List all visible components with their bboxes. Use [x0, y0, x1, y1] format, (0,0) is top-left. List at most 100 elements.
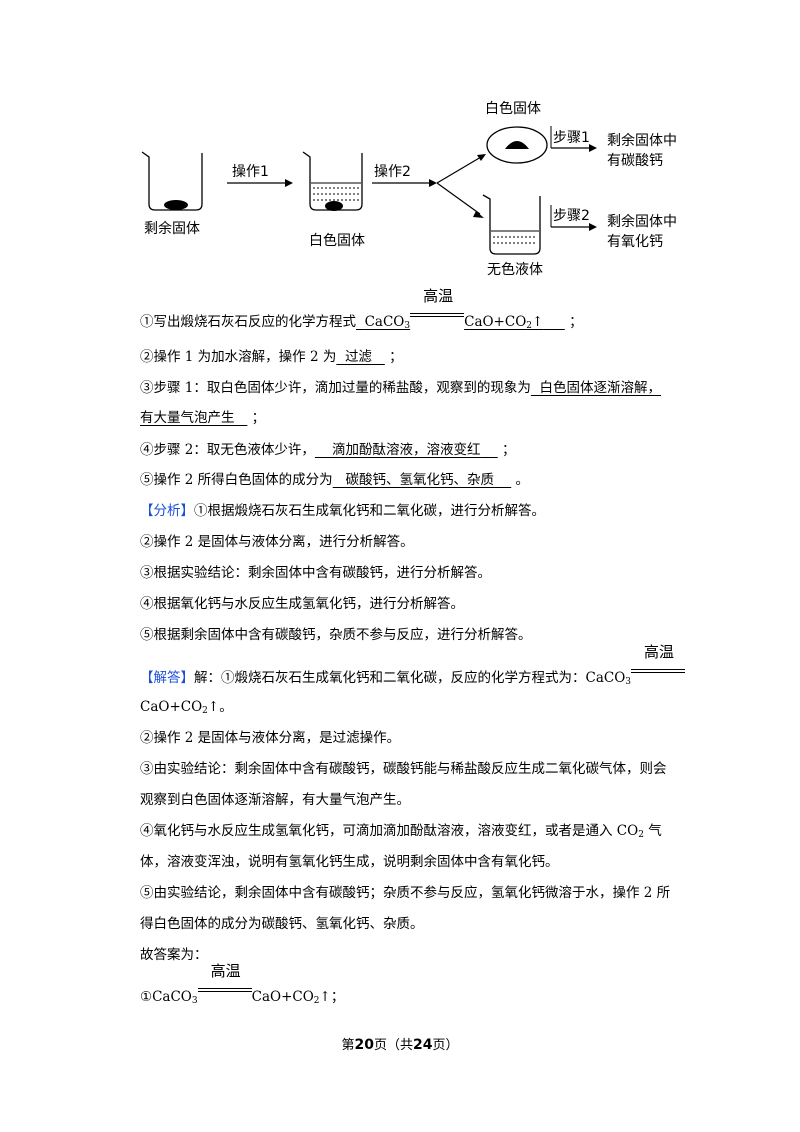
label-remaining-solid: 剩余固体 [144, 220, 200, 237]
q4-text: ④步骤 2：取无色液体少许， [140, 442, 315, 458]
q1-prefix: ①写出煅烧石灰石反应的化学方程式 [140, 314, 356, 330]
label-result1-line1: 剩余固体中 [607, 132, 677, 149]
solid-lump-1 [164, 200, 188, 210]
q5-answer: 碳酸钙、氢氧化钙、杂质 [345, 472, 495, 488]
q4-answer: 滴加酚酞溶液，溶液变红 [332, 442, 481, 458]
footer-post: 页） [432, 1038, 459, 1053]
page-total: 24 [413, 1037, 433, 1053]
solution-line5b: 得白色固体的成分为碳酸钙、氢氧化钙、杂质。 [140, 914, 424, 934]
solution-text-3a: ③由实验结论：剩余固体中含有碳酸钙，碳酸钙能与稀盐酸反应生成二氧化碳气体，则会 [140, 761, 667, 777]
q3-answer-line1-wrap: 白色固体逐渐溶解， [531, 380, 661, 396]
experiment-diagram: 剩余固体 操作1 白色固体 操作2 白色固体 步骤1 剩余固体中 有碳酸钙 无色… [141, 100, 677, 278]
q4-line: ④步骤 2：取无色液体少许， 滴加酚酞溶液，溶液变红 ； [140, 440, 516, 460]
water-lines-3 [491, 230, 539, 244]
q3-end: ； [251, 410, 266, 426]
analysis-line1: 【分析】①根据煅烧石灰石生成氧化钙和二氧化碳，进行分析解答。 [140, 501, 545, 521]
page-number: 20 [354, 1037, 374, 1053]
footer-pre: 第 [341, 1038, 355, 1053]
beaker-colorless-liquid [482, 194, 541, 255]
analysis-text-2: ②操作 2 是固体与液体分离，进行分析解答。 [140, 534, 414, 550]
analysis-line5: ⑤根据剩余固体中含有碳酸钙，杂质不参与反应，进行分析解答。 [140, 625, 532, 645]
label-result2-line2: 有氧化钙 [607, 234, 663, 250]
q1-end: ； [569, 314, 583, 330]
q2-answer-wrap: 过滤 [336, 349, 384, 365]
label-step2: 步骤2 [553, 208, 590, 224]
q3-line2: 有大量气泡产生 ； [140, 408, 265, 428]
analysis-tag: 【分析】 [140, 503, 194, 519]
answer1-condition: 高温 [210, 962, 241, 980]
solution-line4b: 体，溶液变浑浊，说明有氢氧化钙生成，说明剩余固体中含有氧化钙。 [140, 852, 559, 872]
label-op1: 操作1 [232, 164, 269, 180]
answer-intro-text: 故答案为： [140, 947, 208, 963]
q3-answer-line2-wrap: 有大量气泡产生 [140, 410, 247, 426]
label-white-solid-top: 白色固体 [485, 100, 541, 117]
solution-text-2: ②操作 2 是固体与液体分离，是过滤操作。 [140, 730, 401, 746]
branch-down [436, 182, 481, 215]
water-lines-2 [311, 182, 361, 201]
solution-line3b: 观察到白色固体逐渐溶解，有大量气泡产生。 [140, 790, 410, 810]
answer1-reactant: ①CaCO [140, 989, 192, 1005]
q2-text: ②操作 1 为加水溶解，操作 2 为 [140, 349, 337, 365]
solution-line1b: CaO+CO2↑。 [140, 699, 233, 716]
page-footer: 第20页（共24页） [0, 1034, 800, 1053]
label-white-solid: 白色固体 [309, 232, 365, 249]
solution-line4a: ④氧化钙与水反应生成氢氧化钙，可滴加滴加酚酞溶液，溶液变红，或者是通入 CO2 … [140, 823, 662, 840]
branch-up [436, 156, 482, 184]
beaker-remaining-solid [141, 151, 203, 211]
q2-answer: 过滤 [344, 349, 372, 365]
label-op2: 操作2 [374, 164, 411, 180]
q4-answer-wrap: 滴加酚酞溶液，溶液变红 [315, 442, 498, 458]
q3-line1: ③步骤 1：取白色固体少许，滴加过量的稀盐酸，观察到的现象为 白色固体逐渐溶解， [140, 378, 661, 398]
q5-text: ⑤操作 2 所得白色固体的成分为 [140, 472, 333, 488]
q5-end: 。 [515, 472, 530, 488]
solution-text-1: 解：①煅烧石灰石生成氧化钙和二氧化碳，反应的化学方程式为：CaCO [194, 670, 626, 686]
label-result1-line2: 有碳酸钙 [607, 153, 663, 169]
solution-text-4a: ④氧化钙与水反应生成氢氧化钙，可滴加滴加酚酞溶液，溶液变红，或者是通入 CO [140, 823, 639, 839]
answer1-product: CaO+CO [251, 989, 314, 1005]
solution-text-4b: 体，溶液变浑浊，说明有氢氧化钙生成，说明剩余固体中含有氧化钙。 [140, 854, 559, 870]
solution-text-4a-end: 气 [643, 823, 662, 839]
solution-product-end: ↑。 [207, 699, 233, 715]
beaker-dissolved [302, 151, 363, 211]
solution-product: CaO+CO [140, 699, 203, 715]
analysis-text-5: ⑤根据剩余固体中含有碳酸钙，杂质不参与反应，进行分析解答。 [140, 627, 532, 643]
analysis-text-3: ③根据实验结论：剩余固体中含有碳酸钙，进行分析解答。 [140, 565, 491, 581]
solution-text-3b: 观察到白色固体逐渐溶解，有大量气泡产生。 [140, 792, 410, 808]
q1-product: CaO+CO [464, 314, 527, 330]
q1-gas-arrow: ↑ [532, 314, 544, 330]
solution-line2: ②操作 2 是固体与液体分离，是过滤操作。 [140, 728, 400, 748]
q1-reactant: CaCO [364, 314, 405, 330]
answer-intro: 故答案为： [140, 945, 208, 965]
solution-line5a: ⑤由实验结论，剩余固体中含有碳酸钙；杂质不参与反应，氢氧化钙微溶于水，操作 2 … [140, 883, 670, 903]
q2-line: ②操作 1 为加水溶解，操作 2 为 过滤 ； [140, 347, 403, 367]
answer1-equation-sign: 高温 [197, 962, 252, 1001]
analysis-text-4: ④根据氧化钙与水反应生成氢氧化钙，进行分析解答。 [140, 596, 464, 612]
analysis-line2: ②操作 2 是固体与液体分离，进行分析解答。 [140, 532, 414, 552]
analysis-line3: ③根据实验结论：剩余固体中含有碳酸钙，进行分析解答。 [140, 563, 491, 583]
solution-tag: 【解答】 [140, 670, 194, 686]
q1-equation-sign: 高温 [410, 287, 465, 326]
dish-solid [505, 141, 529, 149]
analysis-line4: ④根据氧化钙与水反应生成氢氧化钙，进行分析解答。 [140, 594, 464, 614]
analysis-text-1: ①根据煅烧石灰石生成氧化钙和二氧化碳，进行分析解答。 [194, 503, 545, 519]
dish [486, 126, 548, 164]
footer-mid: 页（共 [373, 1038, 413, 1053]
solution-condition: 高温 [644, 643, 675, 661]
label-colorless-liquid: 无色液体 [487, 261, 543, 278]
label-result2-line1: 剩余固体中 [607, 213, 677, 230]
solution-line3a: ③由实验结论：剩余固体中含有碳酸钙，碳酸钙能与稀盐酸反应生成二氧化碳气体，则会 [140, 759, 667, 779]
q1-condition: 高温 [423, 287, 454, 305]
solid-lump-2 [325, 201, 343, 211]
label-step1: 步骤1 [553, 130, 590, 146]
q3-text: ③步骤 1：取白色固体少许，滴加过量的稀盐酸，观察到的现象为 [140, 380, 531, 396]
q3-answer-line2: 有大量气泡产生 [140, 410, 235, 426]
q2-end: ； [389, 349, 403, 365]
q5-answer-wrap: 碳酸钙、氢氧化钙、杂质 [333, 472, 512, 488]
q5-line: ⑤操作 2 所得白色固体的成分为 碳酸钙、氢氧化钙、杂质 。 [140, 470, 529, 490]
q4-end: ； [502, 442, 516, 458]
q3-answer-line1: 白色固体逐渐溶解， [539, 380, 661, 396]
solution-text-5b: 得白色固体的成分为碳酸钙、氢氧化钙、杂质。 [140, 916, 424, 932]
